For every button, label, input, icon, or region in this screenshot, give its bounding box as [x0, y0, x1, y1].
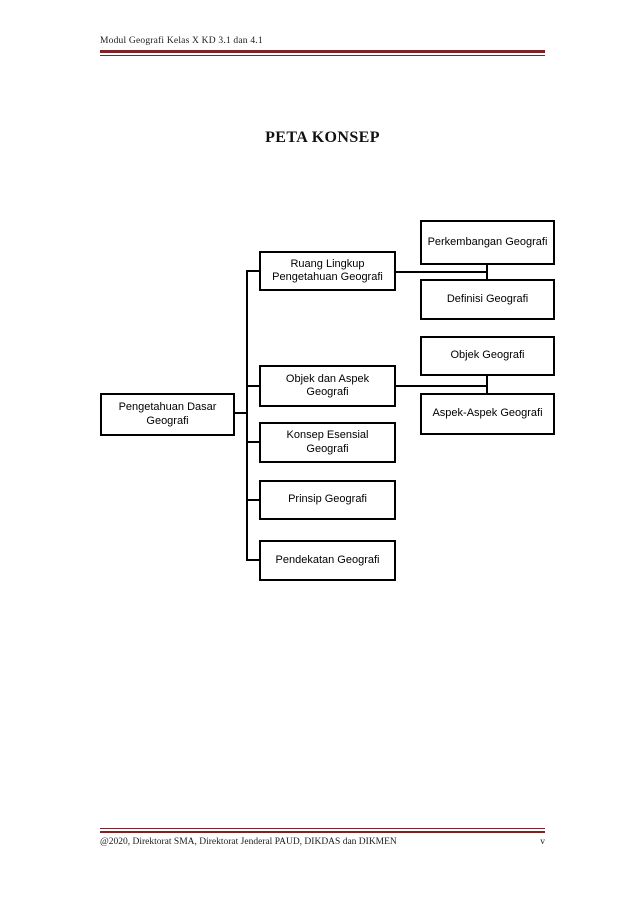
connector-subs-ruang-lingkup-vertical [486, 264, 488, 280]
connector-stub-prinsip [246, 499, 260, 501]
page-number: v [540, 837, 545, 847]
connector-stub-pendekatan [246, 559, 260, 561]
node-konsep-esensial-geografi: Konsep Esensial Geografi [259, 422, 396, 463]
footer-rule-thin [100, 828, 545, 829]
node-label: Perkembangan Geografi [427, 235, 548, 248]
node-aspek-aspek-geografi: Aspek-Aspek Geografi [420, 393, 555, 435]
connector-subs-objek-aspek-vertical [486, 375, 488, 394]
footer-rule-thick [100, 830, 545, 833]
connector-stub-objek-aspek [246, 385, 260, 387]
connector-root-to-trunk [235, 412, 248, 414]
node-label: Pendekatan Geografi [275, 553, 380, 566]
page-header-text: Modul Geografi Kelas X KD 3.1 dan 4.1 [100, 36, 263, 46]
node-label: Pengetahuan Dasar Geografi [118, 401, 217, 427]
connector-objek-aspek-to-subs [394, 385, 488, 387]
footer-credit-text: @2020, Direktorat SMA, Direktorat Jender… [100, 837, 397, 847]
header-rule-thick [100, 50, 545, 53]
node-label: Konsep Esensial Geografi [286, 429, 369, 455]
node-label: Objek dan Aspek Geografi [285, 372, 370, 399]
header-rule-thin [100, 54, 545, 56]
node-pengetahuan-dasar-geografi: Pengetahuan Dasar Geografi [100, 393, 235, 436]
node-label: Definisi Geografi [446, 292, 529, 305]
node-ruang-lingkup-pengetahuan-geografi: Ruang Lingkup Pengetahuan Geografi [259, 251, 396, 291]
node-perkembangan-geografi: Perkembangan Geografi [420, 220, 555, 265]
connector-ruang-lingkup-to-subs [394, 271, 488, 273]
page-title: PETA KONSEP [265, 129, 380, 146]
connector-stub-ruang-lingkup [246, 270, 260, 272]
connector-trunk [246, 270, 248, 561]
node-label: Aspek-Aspek Geografi [432, 407, 543, 420]
connector-stub-konsep-esensial [246, 441, 260, 443]
node-definisi-geografi: Definisi Geografi [420, 279, 555, 320]
node-label: Ruang Lingkup Pengetahuan Geografi [272, 257, 383, 284]
node-objek-dan-aspek-geografi: Objek dan Aspek Geografi [259, 365, 396, 407]
node-label: Objek Geografi [450, 349, 525, 362]
page-footer: @2020, Direktorat SMA, Direktorat Jender… [100, 837, 545, 847]
node-objek-geografi: Objek Geografi [420, 336, 555, 376]
node-prinsip-geografi: Prinsip Geografi [259, 480, 396, 520]
node-label: Prinsip Geografi [288, 493, 367, 506]
node-pendekatan-geografi: Pendekatan Geografi [259, 540, 396, 581]
